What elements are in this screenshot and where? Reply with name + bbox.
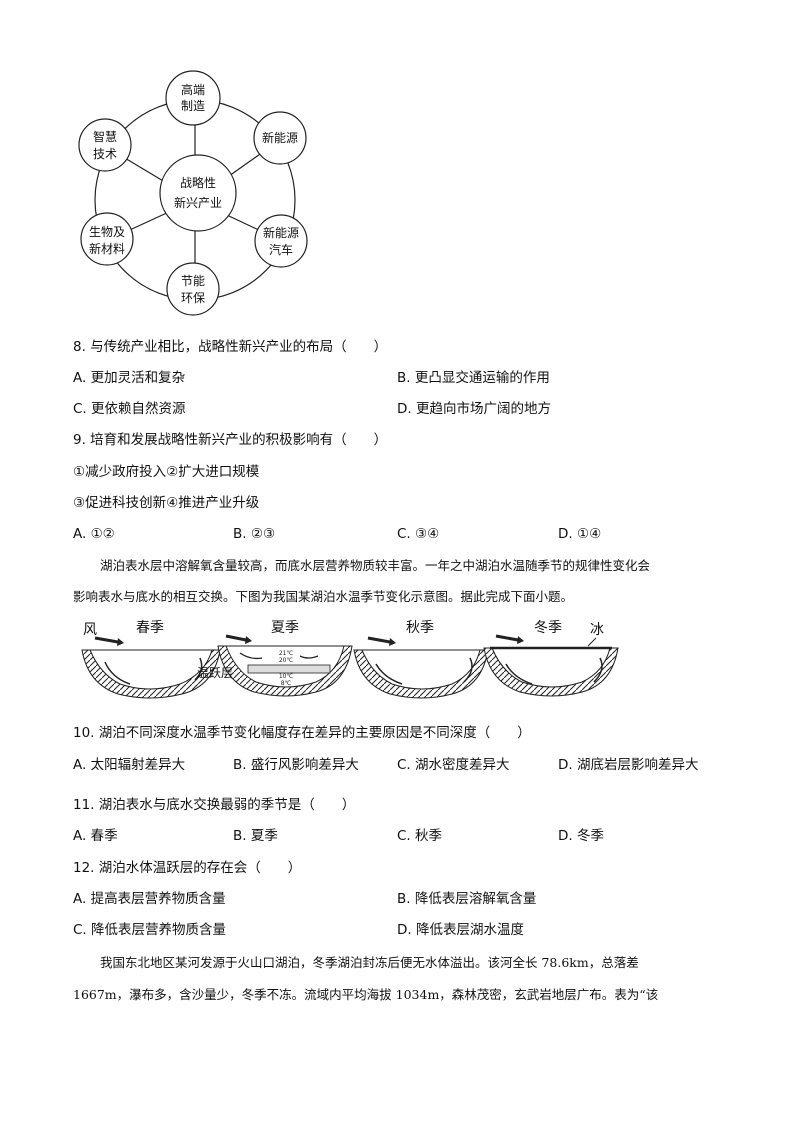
season-summer: 夏季 xyxy=(271,620,299,636)
node-new-energy-vehicle xyxy=(254,214,308,268)
node-label: 环保 xyxy=(181,291,205,305)
summer-basin xyxy=(217,634,353,697)
lake-temperature-figure: 21℃ 20℃ 10℃ 8℃ 风 冰 温跃层 春季 夏季 秋季 冬季 xyxy=(81,620,619,699)
node-label: 新材料 xyxy=(89,241,125,256)
autumn-basin xyxy=(353,636,489,699)
node-high-end-manufacturing xyxy=(165,70,221,126)
thermocline-label: 温跃层 xyxy=(197,666,233,680)
node-label: 新能源 xyxy=(263,225,299,240)
passage2-line1: 我国东北地区某河发源于火山口湖泊，冬季湖泊封冻后便无水体溢出。该河全长 78.6… xyxy=(100,955,639,970)
q9-statements-1: ①减少政府投入②扩大进口规模 xyxy=(73,464,260,480)
center-label-1: 战略性 xyxy=(180,175,216,190)
season-winter: 冬季 xyxy=(534,620,562,636)
q11-option-c: C. 秋季 xyxy=(397,828,443,844)
node-label: 高端 xyxy=(181,82,205,97)
node-new-energy xyxy=(253,111,307,165)
q9-stem: 9. 培育和发展战略性新兴产业的积极影响有（ ） xyxy=(73,432,388,448)
node-smart-tech xyxy=(78,118,132,172)
center-label-2: 新兴产业 xyxy=(174,195,222,210)
node-label: 汽车 xyxy=(269,242,293,257)
q11-stem: 11. 湖泊表水与底水交换最弱的季节是（ ） xyxy=(73,797,356,813)
node-label: 技术 xyxy=(93,147,117,161)
q12-option-d: D. 降低表层湖水温度 xyxy=(397,922,524,938)
q10-option-d: D. 湖底岩层影响差异大 xyxy=(558,757,699,773)
q12-option-c: C. 降低表层营养物质含量 xyxy=(73,922,227,938)
season-autumn: 秋季 xyxy=(406,620,434,636)
spring-basin xyxy=(81,636,221,699)
node-label: 新能源 xyxy=(262,130,298,145)
node-bio-materials xyxy=(80,212,134,266)
summer-temp-label: 8℃ xyxy=(281,680,292,687)
passage1-line2: 影响表水与底水的相互交换。下图为我国某湖泊水温季节变化示意图。据此完成下面小题。 xyxy=(73,589,574,604)
ice-label: 冰 xyxy=(590,622,604,638)
summer-temp-label: 21℃ xyxy=(279,650,294,657)
q9-option-b: B. ②③ xyxy=(233,526,276,542)
q10-stem: 10. 湖泊不同深度水温季节变化幅度存在差异的主要原因是不同深度（ ） xyxy=(73,725,531,741)
q12-stem: 12. 湖泊水体温跃层的存在会（ ） xyxy=(73,860,302,876)
node-label: 智慧 xyxy=(93,129,117,144)
q11-option-b: B. 夏季 xyxy=(233,828,278,844)
passage2-line2: 1667m，瀑布多，含沙量少，冬季不冻。流域内平均海拔 1034m，森林茂密，玄… xyxy=(73,987,659,1002)
node-label: 制造 xyxy=(181,99,205,113)
passage1-line1: 湖泊表水层中溶解氧含量较高，而底水层营养物质较丰富。一年之中湖泊水温随季节的规律… xyxy=(100,558,651,573)
summer-temp-label: 10℃ xyxy=(279,673,294,680)
q8-option-a: A. 更加灵活和复杂 xyxy=(73,370,186,386)
winter-basin xyxy=(483,634,619,697)
q10-option-c: C. 湖水密度差异大 xyxy=(397,757,510,773)
q10-option-b: B. 盛行风影响差异大 xyxy=(233,757,359,773)
q8-stem: 8. 与传统产业相比，战略性新兴产业的布局（ ） xyxy=(73,339,388,355)
q9-option-d: D. ①④ xyxy=(558,526,602,542)
q10-option-a: A. 太阳辐射差异大 xyxy=(73,757,186,773)
q8-option-b: B. 更凸显交通运输的作用 xyxy=(397,370,550,386)
q11-option-d: D. 冬季 xyxy=(558,828,604,844)
q8-option-d: D. 更趋向市场广阔的地方 xyxy=(397,401,551,417)
q9-option-c: C. ③④ xyxy=(397,526,440,542)
industry-diagram: 战略性 新兴产业 高端 制造 新能源 新能源 汽车 节能 环保 生物及 新材料 … xyxy=(78,70,308,316)
node-label: 生物及 xyxy=(89,225,125,239)
q9-statements-2: ③促进科技创新④推进产业升级 xyxy=(73,495,260,511)
q9-option-a: A. ①② xyxy=(73,526,115,542)
summer-temp-label: 20℃ xyxy=(279,657,294,664)
q12-option-a: A. 提高表层营养物质含量 xyxy=(73,891,226,907)
season-spring: 春季 xyxy=(136,620,164,636)
center-node xyxy=(159,154,237,232)
node-energy-saving xyxy=(166,262,220,316)
node-label: 节能 xyxy=(181,274,205,288)
q11-option-a: A. 春季 xyxy=(73,828,118,844)
q12-option-b: B. 降低表层溶解氧含量 xyxy=(397,891,537,907)
q8-option-c: C. 更依赖自然资源 xyxy=(73,401,186,417)
wind-label: 风 xyxy=(83,622,97,638)
